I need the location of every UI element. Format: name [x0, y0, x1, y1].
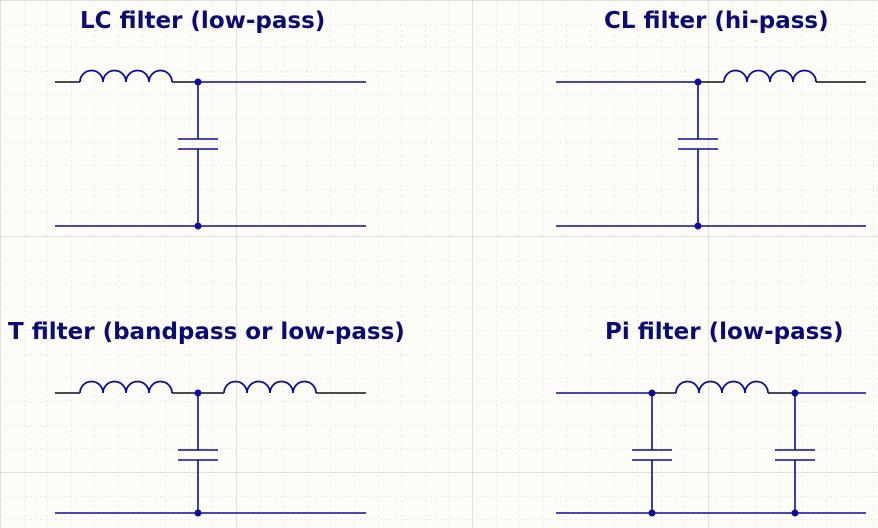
lc-series-inductor: [79, 69, 173, 83]
pi-junction-bottom-right: [791, 509, 799, 517]
cl-filter-title: CL filter (hi-pass): [604, 8, 829, 34]
lc-junction-bottom: [194, 222, 202, 230]
t-junction-bottom: [194, 509, 202, 517]
t-junction-top: [194, 389, 202, 397]
pi-filter-circuit: [556, 380, 866, 517]
pi-junction-top-right: [791, 389, 799, 397]
cl-junction-top: [694, 78, 702, 86]
lc-junction-top: [194, 78, 202, 86]
t-series-inductor-left: [79, 380, 173, 394]
t-series-inductor-right: [223, 380, 317, 394]
t-filter-circuit: [55, 380, 366, 517]
lc-filter-title: LC filter (low-pass): [80, 8, 326, 34]
t-filter-title: T filter (bandpass or low-pass): [8, 319, 405, 345]
cl-filter-circuit: [556, 69, 866, 230]
pi-filter-title: Pi filter (low-pass): [605, 319, 844, 345]
cl-junction-bottom: [694, 222, 702, 230]
lc-filter-circuit: [55, 69, 366, 230]
pi-junction-bottom-left: [648, 509, 656, 517]
pi-junction-top-left: [648, 389, 656, 397]
pi-series-inductor: [675, 380, 769, 394]
cl-series-inductor: [723, 69, 817, 83]
